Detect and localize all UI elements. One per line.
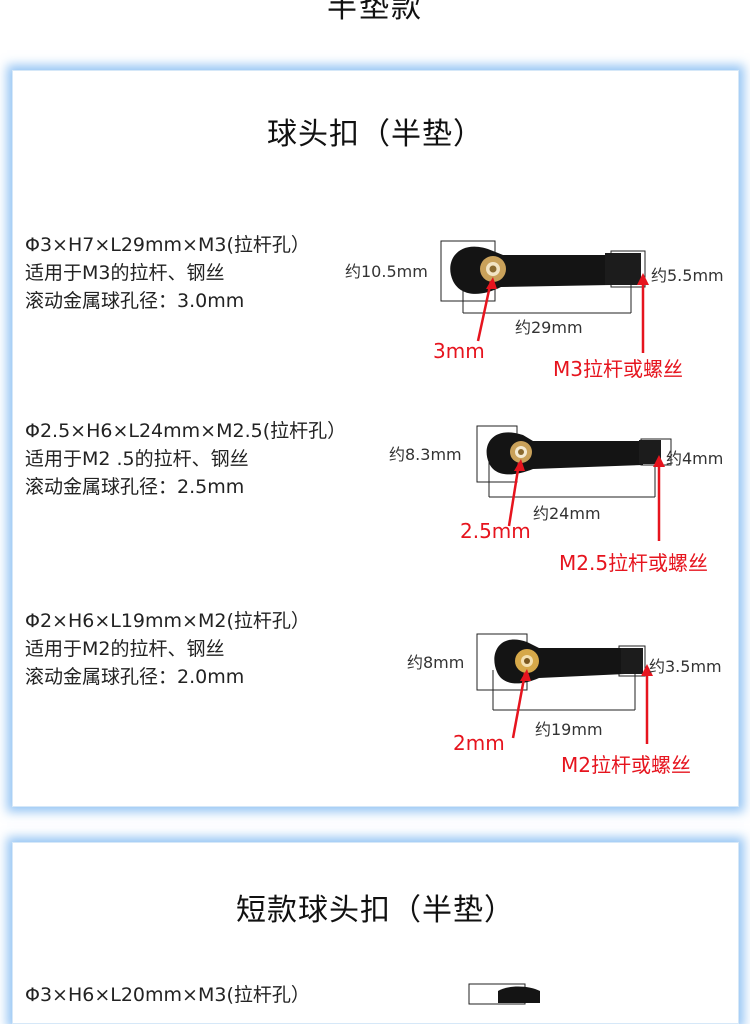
spec-ball-hole: 滚动金属球孔径：2.5mm: [25, 476, 245, 498]
end-width-label: 约4mm: [666, 449, 724, 468]
height-label: 约8mm: [407, 653, 465, 672]
spec-dimensions: Φ3×H6×L20mm×M3(拉杆孔）: [25, 984, 310, 1006]
ball-joint-drawing-icon: [468, 983, 540, 1005]
spec-block-m3: Φ3×H7×L29mm×M3(拉杆孔） 适用于M3的拉杆、钢丝 滚动金属球孔径：…: [25, 231, 310, 315]
diagram-m3: [343, 231, 733, 381]
spec-dimensions: Φ2×H6×L19mm×M2(拉杆孔）: [25, 610, 310, 632]
diagram-m2-5: [383, 421, 723, 571]
end-width-label: 约3.5mm: [649, 657, 722, 676]
spec-block-m2: Φ2×H6×L19mm×M2(拉杆孔） 适用于M2的拉杆、钢丝 滚动金属球孔径：…: [25, 607, 310, 691]
diagram-m2: [403, 626, 723, 776]
hole-size-label: 2mm: [453, 731, 505, 755]
ball-joint-drawing-icon: [440, 240, 649, 353]
spec-block-short-m3: Φ3×H6×L20mm×M3(拉杆孔）: [25, 981, 310, 1009]
hole-size-label: 2.5mm: [460, 519, 531, 543]
spec-dimensions: Φ3×H7×L29mm×M3(拉杆孔）: [25, 234, 310, 256]
ball-joint-drawing-icon: [476, 633, 653, 744]
section-card-short-ball-joint: 短款球头扣（半垫） Φ3×H6×L20mm×M3(拉杆孔）: [12, 842, 739, 1024]
hole-size-label: 3mm: [433, 339, 485, 363]
spec-usage: 适用于M2的拉杆、钢丝: [25, 638, 225, 660]
end-width-label: 约5.5mm: [651, 266, 724, 285]
thread-label: M3拉杆或螺丝: [553, 357, 683, 381]
spec-usage: 适用于M2 .5的拉杆、钢丝: [25, 448, 249, 470]
length-label: 约24mm: [533, 504, 601, 523]
spec-ball-hole: 滚动金属球孔径：3.0mm: [25, 290, 245, 312]
height-label: 约8.3mm: [389, 445, 462, 464]
spec-block-m2-5: Φ2.5×H6×L24mm×M2.5(拉杆孔） 适用于M2 .5的拉杆、钢丝 滚…: [25, 417, 346, 501]
spec-usage: 适用于M3的拉杆、钢丝: [25, 262, 225, 284]
section-card-ball-joint: 球头扣（半垫） Φ3×H7×L29mm×M3(拉杆孔） 适用于M3的拉杆、钢丝 …: [12, 70, 739, 807]
thread-label: M2拉杆或螺丝: [561, 753, 691, 777]
spec-dimensions: Φ2.5×H6×L24mm×M2.5(拉杆孔）: [25, 420, 347, 442]
thread-label: M2.5拉杆或螺丝: [559, 551, 709, 575]
length-label: 约29mm: [515, 318, 583, 337]
ball-joint-drawing-icon: [476, 425, 672, 541]
spec-ball-hole: 滚动金属球孔径：2.0mm: [25, 666, 245, 688]
top-title: 半垫款: [327, 0, 423, 25]
section-title: 短款球头扣（半垫）: [236, 893, 515, 928]
height-label: 约10.5mm: [345, 262, 428, 281]
length-label: 约19mm: [535, 720, 603, 739]
section-title: 球头扣（半垫）: [267, 117, 484, 152]
diagram-short-m3: [468, 983, 588, 1005]
